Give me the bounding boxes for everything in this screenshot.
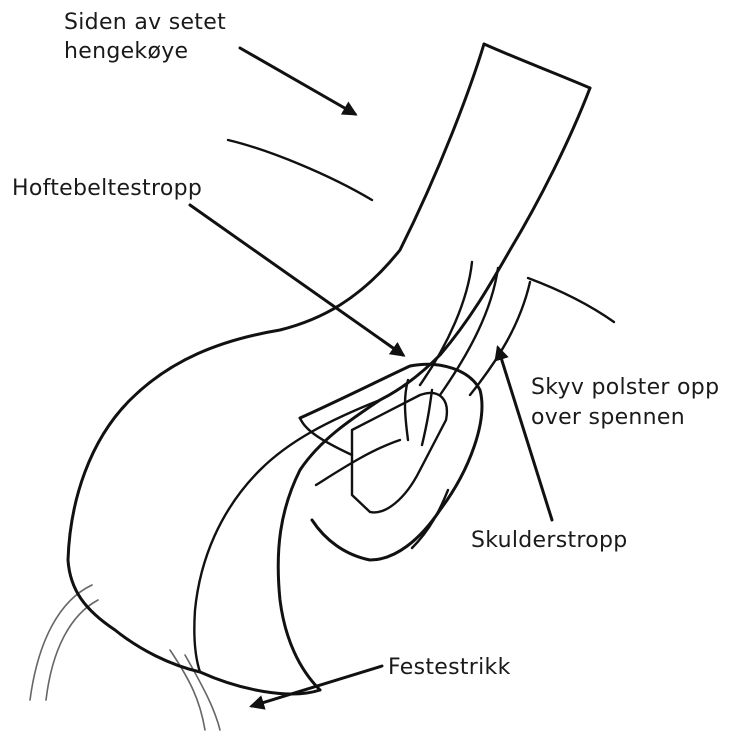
- label-seat-side-line1: Siden av setet: [64, 8, 226, 37]
- arrow-seat-side: [240, 48, 355, 114]
- hip-belt-strap-shape: [68, 44, 590, 694]
- label-slide-pad-line1: Skyv polster opp: [531, 373, 719, 402]
- label-seat-side-line2: hengekøye: [64, 37, 188, 66]
- shoulder-strap-shape: [405, 262, 530, 445]
- arrow-fastening-cord: [252, 666, 382, 706]
- seat-edge-line-upper: [228, 140, 372, 200]
- fastening-cord-loop: [30, 585, 220, 730]
- label-shoulder-strap: Skulderstropp: [471, 526, 628, 555]
- label-fastening-cord: Festestrikk: [388, 653, 511, 682]
- seat-edge-line-lower: [528, 278, 614, 322]
- label-hip-belt-strap: Hoftebeltestropp: [12, 174, 202, 203]
- label-slide-pad-line2: over spennen: [531, 403, 685, 432]
